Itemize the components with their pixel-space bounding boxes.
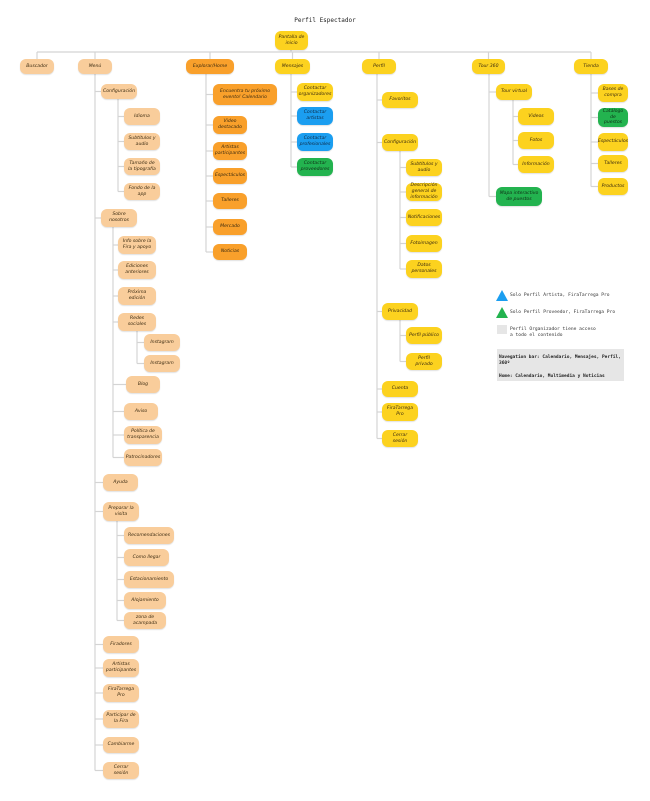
node-m_prep: Preparar la visita	[103, 502, 139, 521]
node-p_priv2: Perfil privado	[406, 353, 442, 370]
node-t_video: Videos	[518, 108, 554, 125]
legend-navigation-box: Navegation bar: Calendario, Mensajes, Pe…	[497, 349, 624, 381]
node-s_tall: Talleres	[598, 155, 628, 172]
node-explorar: Explorar/Home	[186, 59, 234, 74]
node-p_notif: Notificaciones	[406, 209, 442, 226]
node-root: Pantalla de inicio	[275, 31, 308, 50]
node-tour: Tour 360	[472, 59, 505, 74]
node-g_prof: Contactar profesionales	[297, 133, 333, 151]
legend-proveedor: Solo Perfil Proveedor, FiraTarrega Pro	[510, 310, 616, 315]
node-s_espect: Espectáculos	[598, 133, 628, 151]
node-p_priv: Privacidad	[382, 303, 418, 320]
node-m_info: Info sobre la Fira y apoyo	[118, 236, 156, 254]
node-t_mapa: Mapa interactivo de puestos	[496, 187, 542, 206]
node-m_insta1: Instagram	[144, 334, 180, 351]
node-e_mercado: Mercado	[213, 219, 247, 235]
node-m_config: Configuración	[101, 84, 137, 99]
node-p_desc: Descripción general de información	[406, 183, 442, 201]
node-s_prod: Productos	[598, 178, 628, 195]
node-p_cuenta: Cuenta	[382, 381, 418, 397]
node-mensajes: Mensajes	[275, 59, 310, 74]
node-m_recom: Recomendaciones	[124, 527, 174, 544]
node-m_estac: Estacionamiento	[124, 571, 174, 588]
legend-organizador: Perfil Organizador tiene acceso a todo e…	[510, 327, 596, 339]
node-m_firadores: Firadores	[103, 636, 139, 653]
node-m_patro: Patrocinadores	[124, 449, 162, 466]
node-e_noticias: Noticias	[213, 244, 247, 260]
node-g_art: Contactar artistas	[297, 107, 333, 125]
node-e_artistas: Artistas participantes	[213, 142, 247, 160]
node-s_catal: Catálogo de puestos	[598, 108, 628, 127]
node-m_ed_ant: Ediciones anteriores	[118, 261, 156, 279]
node-m_prox: Próxima edición	[118, 287, 156, 305]
node-p_config: Configuración	[382, 134, 418, 151]
navbar-value: Calendario, Mensajes, Perfil, 360º	[499, 355, 621, 367]
node-p_cerrar: Cerrar sesión	[382, 430, 418, 447]
node-t_fotos: Fotos	[518, 132, 554, 149]
node-m_como: Como llegar	[124, 549, 169, 566]
node-p_pub: Perfil público	[406, 327, 442, 344]
triangle-green-icon	[496, 307, 508, 318]
home-value: Calendario, Multimedia y Noticias	[515, 373, 605, 379]
node-m_zona: zona de acampada	[124, 612, 166, 629]
node-m_idioma: Idioma	[124, 108, 160, 125]
node-m_polit: Política de transparencia	[124, 426, 162, 444]
node-g_prov: Contactar proveedores	[297, 158, 333, 176]
node-p_firapro: FiraTarrega Pro	[382, 403, 418, 421]
node-e_talleres: Talleres	[213, 193, 247, 209]
node-menu: Menú	[78, 59, 112, 74]
node-m_tam: Tamaño de la tipografía	[124, 158, 160, 175]
node-tienda: Tienda	[574, 59, 608, 74]
node-m_cambiar: Cambiarme	[103, 737, 139, 753]
node-m_blog: Blog	[126, 376, 160, 393]
node-m_sobre: Sobre nosotros	[101, 209, 137, 227]
node-m_artistas: Artistas participantes	[103, 659, 139, 677]
home-key: Home:	[499, 373, 513, 379]
navbar-key: Navegation bar:	[499, 355, 540, 360]
node-m_redes: Redes sociales	[118, 313, 156, 331]
node-buscador: Buscador	[20, 59, 54, 74]
legend-artista: Solo Perfil Artista, FiraTarrega Pro	[510, 293, 610, 298]
node-p_subt: Subtítulos y audio	[406, 159, 442, 176]
node-p_foto: Fotoimagen	[406, 235, 442, 252]
node-m_insta2: Instagram	[144, 355, 180, 372]
node-t_virtual: Tour virtual	[496, 84, 532, 100]
node-m_fondo: Fondo de la app	[124, 183, 160, 200]
node-m_ayuda: Ayuda	[103, 474, 138, 491]
node-m_aloja: Alojamiento	[124, 592, 166, 609]
node-m_firapro: FiraTarrega Pro	[103, 684, 139, 702]
node-m_subt: Subtítulos y audio	[124, 133, 160, 150]
node-t_info: Información	[518, 156, 554, 173]
node-g_org: Contactar organizadores	[297, 83, 333, 101]
gray-square-icon	[497, 325, 507, 334]
node-s_bases: Bases de compra	[598, 84, 628, 102]
node-perfil: Perfil	[362, 59, 396, 74]
node-e_video: Video destacado	[213, 116, 247, 134]
node-e_espect: Espectáculos	[213, 168, 247, 184]
node-p_datos: Datos personales	[406, 260, 442, 278]
diagram-title: Perfil Espectador	[294, 17, 356, 24]
node-m_cerrar: Cerrar sesión	[103, 762, 139, 779]
triangle-blue-icon	[496, 290, 508, 301]
node-e_encuentra: Encuentra tu próximo evento! Calendario	[213, 84, 277, 105]
node-m_aviso: Aviso	[124, 403, 158, 420]
node-p_fav: Favoritos	[382, 92, 418, 108]
node-m_partic: Participar de la Fira	[103, 710, 139, 728]
